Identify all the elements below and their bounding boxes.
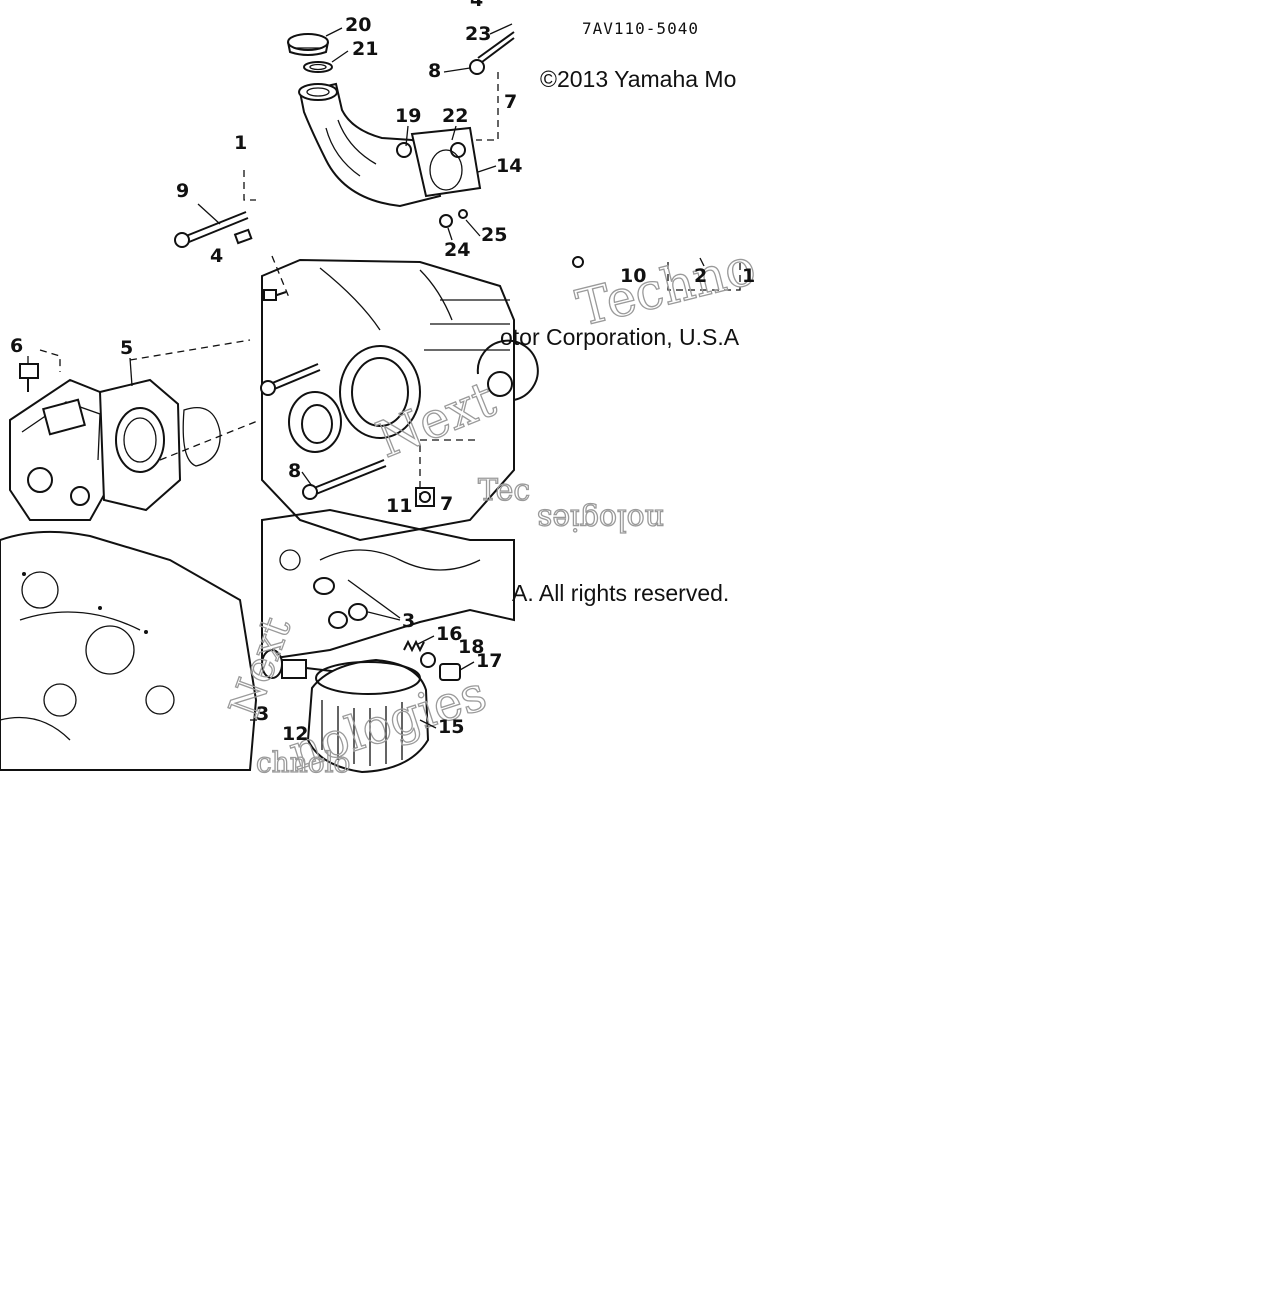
copyright-line-1: ©2013 Yamaha Mo [540,66,736,92]
nut-24 [439,214,453,228]
bolt-8-lower [302,459,387,500]
filler-gasket [303,61,333,73]
bolt-left-upper [261,289,287,301]
oil-seal [288,391,342,453]
gasket-right [182,406,221,467]
oil-pump-housing [9,378,122,521]
crankcase-cover [261,258,539,542]
callout-1-right: 1 [742,265,755,287]
o-rings-3 [313,577,401,629]
ball-18 [420,652,436,668]
filler-pipe [298,82,442,208]
callout-21: 21 [352,38,378,60]
callout-11: 11 [386,495,412,517]
plug-17 [439,663,461,681]
callout-5: 5 [120,337,133,359]
partial-parts-right [572,256,741,291]
watermark-nologies-flipped: nologies [537,502,664,537]
part-code: 7AV110-5040 [582,19,699,38]
relief-valve-11 [415,487,435,507]
bolt-upper-cover [260,363,321,396]
union-bolt-12 [261,649,341,679]
callout-20: 20 [345,14,371,36]
bolt-9 [174,211,253,248]
copyright-line-2: otor Corporation, U.S.A [500,324,740,350]
callout-16: 16 [436,623,462,645]
callout-7-lower: 7 [440,493,453,515]
guide-6 [39,349,61,372]
leader-lines [27,23,513,729]
guide-bolt-9 [271,255,291,301]
callout-22: 22 [442,105,468,127]
callout-2: 2 [694,265,707,287]
watermark-tec: Tec [478,473,530,508]
callout-18: 18 [458,636,484,658]
gasket-5 [98,378,182,512]
callout-6: 6 [10,335,23,357]
guide-5 [129,339,251,361]
callout-1-upper: 1 [234,132,247,154]
callout-25: 25 [481,224,507,246]
bolt-6 [19,363,39,392]
stud-bolt-23 [477,31,515,63]
guide-cover [159,419,261,461]
watermark-chnolo: chnolo [256,746,350,779]
callout-12: 12 [282,723,308,745]
callout-10: 10 [620,265,646,287]
callout-14: 14 [496,155,522,177]
callout-4-left: 4 [210,245,223,267]
callout-23: 23 [465,23,491,45]
spring-16 [403,639,425,653]
callout-19: 19 [395,105,421,127]
callout-9: 9 [176,180,189,202]
washer-25 [458,209,468,219]
crankcase-lower-center [261,508,515,662]
callout-24: 24 [444,239,470,261]
callout-8-lower: 8 [288,460,301,482]
callout-8-upper: 8 [428,60,441,82]
callout-17: 17 [476,650,502,672]
guide-7-lower [419,439,476,500]
callout-3-left: 3 [256,703,269,725]
callout-7-upper: 7 [504,91,517,113]
callout-3-center: 3 [402,610,415,632]
oil-filler-cap [287,33,329,56]
crankcase-lower-left [0,530,258,771]
copyright-line-3: A. All rights reserved. [512,580,729,606]
callout-4-top: 4 [470,0,483,11]
nut-8-upper [469,59,485,75]
callout-15: 15 [438,716,464,738]
filler-flange [396,126,482,198]
oil-filter-15 [306,658,430,774]
guide-1 [243,170,256,201]
